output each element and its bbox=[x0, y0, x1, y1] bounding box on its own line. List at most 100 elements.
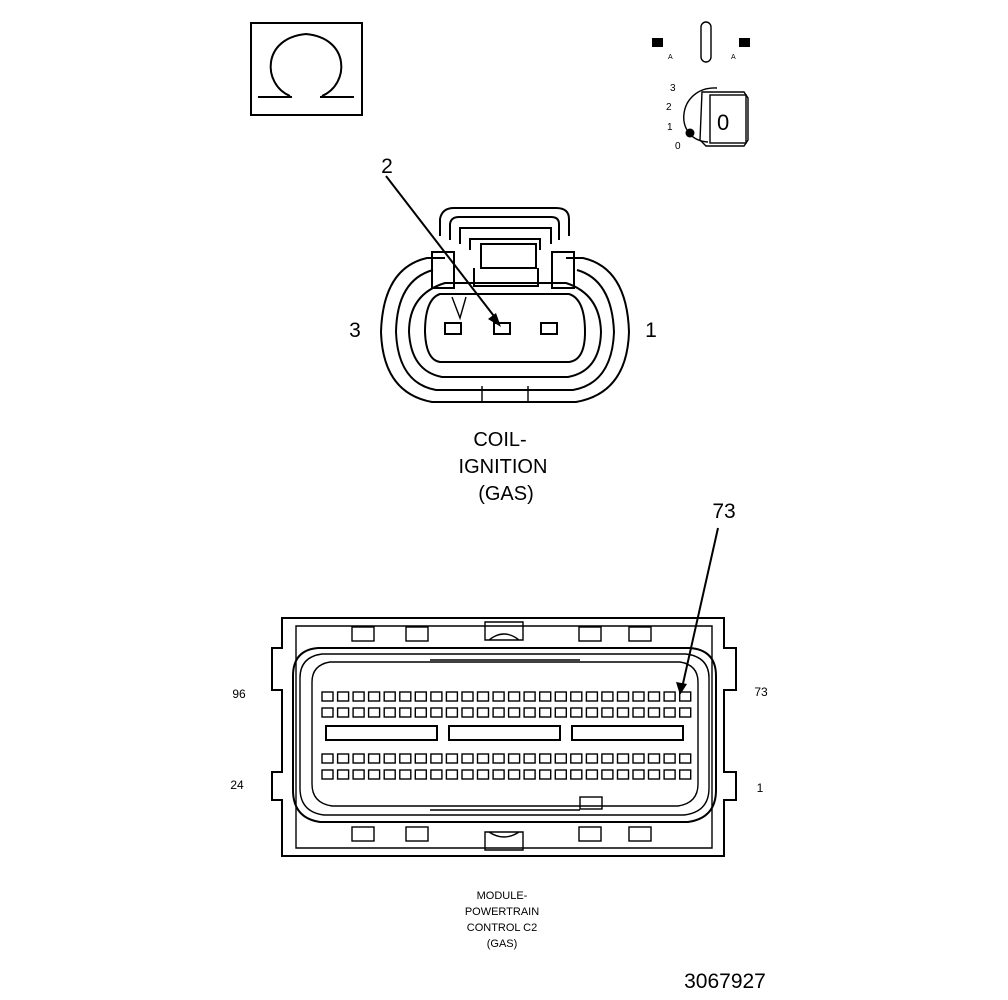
pcm-terminal-cavity bbox=[321, 691, 334, 702]
pcm-terminal-cavity bbox=[523, 753, 536, 764]
key-position-1: 1 bbox=[667, 122, 673, 133]
pcm-pin-73-callout: 73 bbox=[712, 500, 735, 523]
pcm-terminal-cavity bbox=[336, 691, 350, 702]
pcm-terminal-cavity bbox=[554, 707, 567, 718]
pcm-terminal-cavity bbox=[414, 769, 427, 780]
key-number: 0 bbox=[717, 110, 729, 135]
ohmmeter-icon bbox=[250, 22, 363, 116]
pcm-terminal-cavity bbox=[601, 753, 614, 764]
figure-number: 3067927 bbox=[684, 970, 766, 993]
pcm-terminal-cavity bbox=[383, 753, 396, 764]
pcm-terminal-cavity bbox=[647, 753, 661, 764]
pcm-terminal-cavity bbox=[632, 769, 645, 780]
key-position-3: 3 bbox=[670, 83, 676, 94]
pcm-terminal-cavity bbox=[461, 753, 474, 764]
pcm-terminal-cavity bbox=[476, 769, 490, 780]
pcm-terminal-cavity bbox=[492, 753, 505, 764]
pcm-terminal-cavity bbox=[570, 691, 583, 702]
pcm-terminal-cavity bbox=[352, 691, 365, 702]
pcm-terminal-cavity bbox=[663, 769, 676, 780]
pcm-terminal-cavity bbox=[445, 691, 459, 702]
pcm-terminal-cavity bbox=[632, 753, 645, 764]
pcm-terminal-cavity bbox=[570, 769, 583, 780]
pcm-terminal-cavity bbox=[663, 707, 676, 718]
pcm-terminal-cavity bbox=[507, 707, 521, 718]
pcm-terminal-cavity bbox=[367, 769, 381, 780]
pcm-terminal-cavity bbox=[616, 707, 630, 718]
pcm-terminal-cavity bbox=[476, 707, 490, 718]
pcm-terminal-cavity bbox=[321, 707, 334, 718]
coil-pin-3-label: 3 bbox=[349, 319, 361, 342]
pcm-terminal-cavity bbox=[367, 691, 381, 702]
pcm-terminal-cavity bbox=[601, 707, 614, 718]
pcm-terminal-cavity bbox=[321, 769, 334, 780]
pcm-terminal-cavity bbox=[399, 753, 412, 764]
pcm-terminal-cavity bbox=[647, 707, 661, 718]
pcm-terminal-cavity bbox=[523, 691, 536, 702]
pcm-pin-24-label: 24 bbox=[230, 778, 244, 792]
pcm-terminal-cavity bbox=[399, 707, 412, 718]
pcm-terminal-cavity bbox=[414, 707, 427, 718]
pcm-terminal-cavity bbox=[539, 707, 552, 718]
coil-pin-1-label: 1 bbox=[645, 319, 657, 342]
pcm-terminal-cavity bbox=[507, 691, 521, 702]
pcm-terminal-cavity bbox=[647, 769, 661, 780]
pcm-terminal-cavity bbox=[336, 769, 350, 780]
pcm-terminal-cavity bbox=[430, 769, 443, 780]
pcm-terminal-cavity bbox=[647, 691, 661, 702]
pcm-terminal-cavity bbox=[663, 691, 676, 702]
pcm-terminal-cavity bbox=[492, 769, 505, 780]
pcm-pin-1-label: 1 bbox=[757, 781, 764, 795]
pcm-terminal-cavity bbox=[554, 691, 567, 702]
pcm-terminal-cavity bbox=[507, 753, 521, 764]
svg-text:A: A bbox=[668, 54, 673, 61]
pcm-terminal-cavity bbox=[383, 769, 396, 780]
pcm-c2-connector bbox=[271, 527, 737, 857]
pcm-terminal-cavity bbox=[554, 769, 567, 780]
pcm-terminal-cavity bbox=[336, 707, 350, 718]
pcm-terminal-cavity bbox=[679, 691, 692, 702]
pcm-terminal-cavity bbox=[352, 707, 365, 718]
ignition-key-icon: A A 3 2 1 0 0 bbox=[652, 21, 750, 152]
pcm-terminal-cavity bbox=[679, 769, 692, 780]
pcm-terminal-cavity bbox=[430, 707, 443, 718]
pcm-terminal-cavity bbox=[414, 691, 427, 702]
coil-pin-2-callout: 2 bbox=[381, 155, 393, 178]
coil-title-line-3: (GAS) bbox=[478, 483, 534, 505]
pcm-terminal-cavity bbox=[632, 691, 645, 702]
pcm-terminal-cavity bbox=[367, 753, 381, 764]
pcm-title-line-4: (GAS) bbox=[487, 938, 518, 950]
coil-ignition-connector bbox=[379, 175, 631, 403]
pcm-terminal-cavity bbox=[539, 753, 552, 764]
pcm-terminal-cavity bbox=[430, 691, 443, 702]
coil-title-line-1: COIL- bbox=[473, 429, 526, 451]
pcm-title-line-1: MODULE- bbox=[477, 890, 528, 902]
pcm-terminal-cavity bbox=[336, 753, 350, 764]
pcm-terminal-cavity bbox=[414, 753, 427, 764]
pcm-terminal-cavity bbox=[461, 707, 474, 718]
pcm-terminal-cavity bbox=[399, 691, 412, 702]
pcm-terminal-cavity bbox=[461, 769, 474, 780]
pcm-terminal-cavity bbox=[585, 769, 599, 780]
pcm-title-line-2: POWERTRAIN bbox=[465, 906, 539, 918]
pcm-terminal-cavity bbox=[492, 691, 505, 702]
pcm-terminal-cavity bbox=[601, 769, 614, 780]
pcm-terminal-cavity bbox=[616, 691, 630, 702]
pcm-terminal-cavity bbox=[679, 707, 692, 718]
key-position-0: 0 bbox=[675, 141, 681, 152]
key-position-2: 2 bbox=[666, 102, 672, 113]
pcm-terminal-cavity bbox=[632, 707, 645, 718]
pcm-terminal-cavity bbox=[352, 753, 365, 764]
pcm-terminal-cavity bbox=[492, 707, 505, 718]
pcm-terminal-cavity bbox=[476, 691, 490, 702]
pcm-terminal-cavity bbox=[585, 707, 599, 718]
pcm-terminal-cavity bbox=[539, 769, 552, 780]
pcm-terminal-cavity bbox=[539, 691, 552, 702]
pcm-terminal-cavity bbox=[570, 707, 583, 718]
pcm-terminal-cavity bbox=[476, 753, 490, 764]
svg-text:A: A bbox=[731, 54, 736, 61]
pcm-terminal-cavity bbox=[399, 769, 412, 780]
pcm-terminal-cavity bbox=[523, 769, 536, 780]
pcm-terminal-cavity bbox=[554, 753, 567, 764]
pcm-terminal-cavity bbox=[445, 707, 459, 718]
